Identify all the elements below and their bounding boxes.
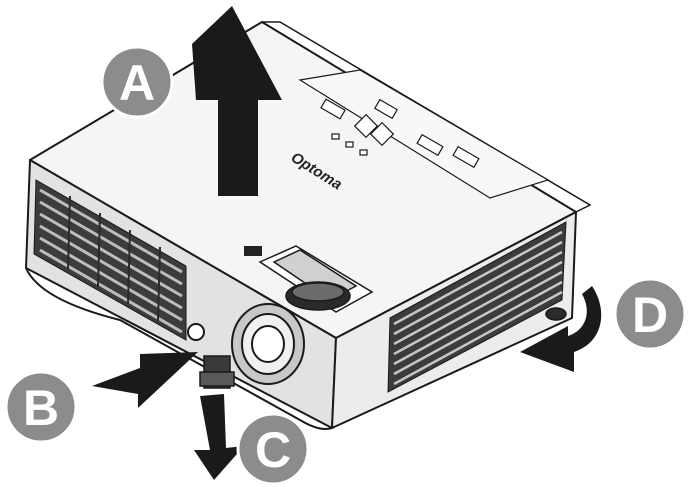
svg-text:D: D	[632, 287, 668, 343]
callout-d: D	[613, 277, 687, 351]
projection-lens	[231, 303, 305, 385]
callout-a: A	[100, 45, 174, 119]
svg-text:C: C	[255, 422, 291, 478]
arrow-push-right	[92, 352, 198, 408]
elevator-foot	[199, 355, 235, 389]
callout-b: B	[4, 370, 78, 444]
arrow-rotate	[520, 286, 602, 372]
left-vent-grille	[33, 179, 187, 341]
ir-sensor	[187, 323, 205, 341]
arrow-up	[192, 6, 282, 196]
right-vent-grille	[387, 221, 567, 393]
callout-c: C	[236, 412, 310, 486]
control-panel	[298, 69, 550, 199]
rear-foot	[545, 307, 567, 321]
svg-text:A: A	[119, 55, 155, 111]
label-plate	[244, 246, 262, 256]
zoom-focus-window	[258, 245, 374, 313]
svg-text:B: B	[23, 380, 59, 436]
arrow-down	[194, 394, 244, 480]
